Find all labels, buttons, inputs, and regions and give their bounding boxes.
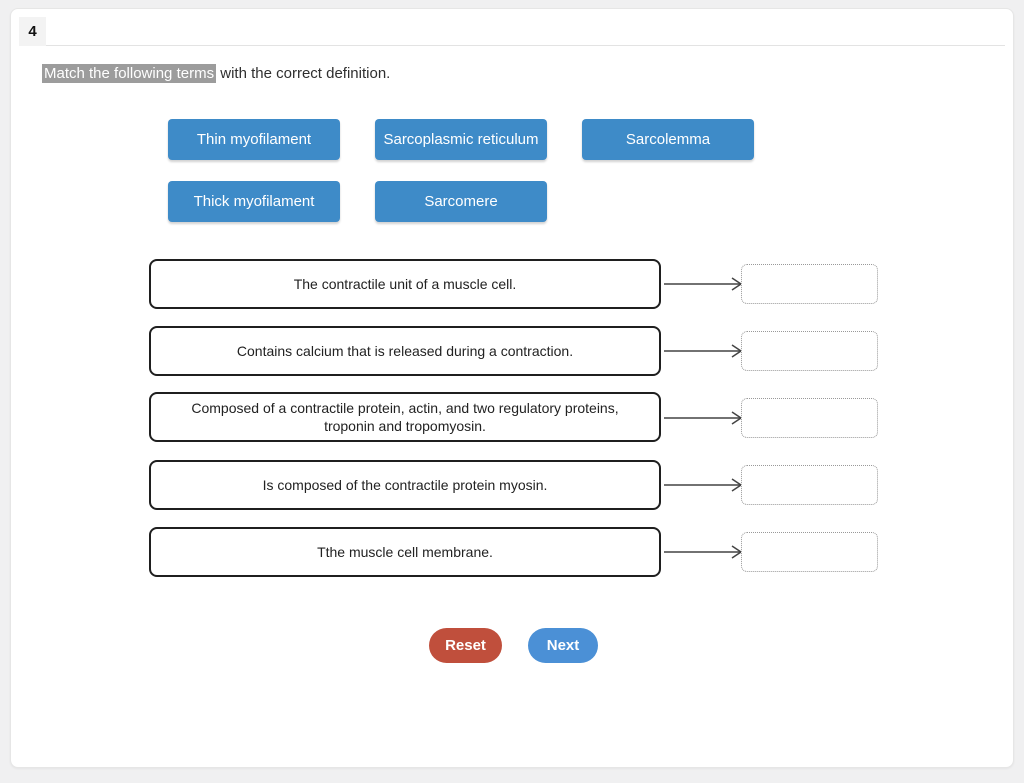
definition-box: Tthe muscle cell membrane. [149, 527, 661, 577]
drop-target[interactable] [741, 532, 878, 572]
arrow-icon [664, 478, 743, 492]
definition-text: Contains calcium that is released during… [236, 342, 574, 359]
reset-button[interactable]: Reset [429, 628, 502, 663]
header-divider [19, 45, 1005, 46]
term-button-thick-myofilament[interactable]: Thick myofilament [168, 181, 340, 222]
instruction-rest: with the correct definition. [216, 65, 391, 82]
instruction-text: Match the following terms with the corre… [42, 64, 391, 83]
definition-box: Contains calcium that is released during… [149, 326, 661, 376]
term-button-sarcomere[interactable]: Sarcomere [375, 181, 547, 222]
drop-target[interactable] [741, 398, 878, 438]
definition-text: Is composed of the contractile protein m… [262, 476, 548, 493]
drop-target[interactable] [741, 465, 878, 505]
arrow-icon [664, 545, 743, 559]
term-button-sarcoplasmic-reticulum[interactable]: Sarcoplasmic reticulum [375, 119, 547, 160]
definition-text: The contractile unit of a muscle cell. [293, 275, 517, 292]
definition-text: Tthe muscle cell membrane. [317, 543, 493, 560]
next-button[interactable]: Next [528, 628, 598, 663]
arrow-icon [664, 411, 743, 425]
term-button-thin-myofilament[interactable]: Thin myofilament [168, 119, 340, 160]
arrow-icon [664, 344, 743, 358]
question-card: 4 Match the following terms with the cor… [10, 8, 1014, 768]
question-number-tab: 4 [19, 17, 46, 46]
definition-box: The contractile unit of a muscle cell. [149, 259, 661, 309]
definition-box: Composed of a contractile protein, actin… [149, 392, 661, 442]
drop-target[interactable] [741, 331, 878, 371]
definition-box: Is composed of the contractile protein m… [149, 460, 661, 510]
arrow-icon [664, 277, 743, 291]
term-button-sarcolemma[interactable]: Sarcolemma [582, 119, 754, 160]
drop-target[interactable] [741, 264, 878, 304]
definition-text: Composed of a contractile protein, actin… [191, 399, 619, 434]
instruction-highlight: Match the following terms [42, 64, 217, 83]
